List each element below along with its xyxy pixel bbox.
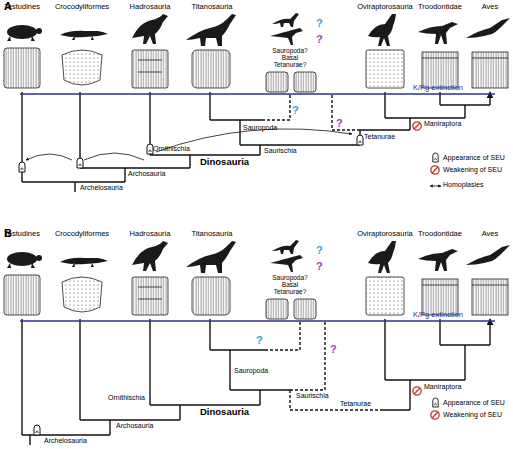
tree-label: Sauropoda <box>243 124 277 132</box>
tree-label: Archosauria <box>116 422 153 430</box>
tree-a <box>20 92 495 192</box>
art-shape <box>430 186 441 187</box>
tree-label: Troodontidae <box>418 230 462 238</box>
legend-text: Weakening of SEU <box>443 411 502 419</box>
art-shape <box>20 320 495 322</box>
tree-label: Saurischia <box>264 147 297 155</box>
art-shape <box>26 129 352 160</box>
tree-label: ? <box>330 343 337 355</box>
art-shape <box>22 105 490 192</box>
tree-label: ? <box>336 117 343 129</box>
tree-label: Testudines <box>4 3 40 11</box>
legend-text: Homoplasies <box>443 181 483 189</box>
tree-label: Troodontidae <box>418 3 462 11</box>
tree-label: Archelosauria <box>80 184 123 192</box>
tree-label: Archelosauria <box>44 437 87 445</box>
art-shape <box>431 166 439 174</box>
art-shape <box>19 162 25 172</box>
art-shape <box>413 387 421 395</box>
tree-label: Aves <box>482 230 499 238</box>
tree-b <box>20 319 495 445</box>
tree-label: Testudines <box>4 230 40 238</box>
tree-label: ? <box>316 17 323 29</box>
tree-label: Maniraptora <box>424 120 461 128</box>
tree-label: K/Pg extinction <box>413 311 463 319</box>
tree-label: Hadrosauria <box>130 230 171 238</box>
art-shape <box>433 153 438 162</box>
tree-label: Titanosauria <box>192 230 233 238</box>
art-shape <box>147 144 153 154</box>
tree-label: Ornithischia <box>153 145 190 153</box>
tree-label: Aves <box>482 3 499 11</box>
tree-label: Tetanurae <box>340 400 371 408</box>
tree-label: Oviraptorosauria <box>357 3 412 11</box>
tree-label: ? <box>316 244 323 256</box>
silhouettes-enamel <box>4 240 510 319</box>
tree-label: Sauropoda? Basal Tetanurae? <box>267 274 313 295</box>
seu-icons-a <box>19 122 441 186</box>
tree-label: Archosauria <box>128 170 165 178</box>
tree-label: Saurischia <box>296 392 329 400</box>
art-shape <box>34 425 40 435</box>
tree-label: ? <box>292 104 299 116</box>
art-shape <box>431 411 439 419</box>
art-shape <box>413 122 421 130</box>
art-shape <box>20 93 495 95</box>
art-shape <box>265 321 380 410</box>
tree-label: ? <box>316 260 323 272</box>
tree-label: Crocodyliformes <box>55 3 109 11</box>
art-shape <box>433 398 438 407</box>
tree-label: Maniraptora <box>424 383 461 391</box>
tree-label: ? <box>256 334 263 346</box>
legend-text: Appearance of SEU <box>443 154 505 162</box>
tree-label: Dinosauria <box>200 157 249 167</box>
tree-label: Tetanurae <box>364 133 395 141</box>
art-shape <box>22 319 490 435</box>
art-shape <box>77 158 83 168</box>
silhouettes-enamel <box>4 13 510 92</box>
tree-label: Crocodyliformes <box>55 230 109 238</box>
tree-label: Sauropoda <box>234 367 268 375</box>
art-shape <box>22 345 490 445</box>
tree-label: Hadrosauria <box>130 3 171 11</box>
tree-label: Oviraptorosauria <box>357 230 412 238</box>
tree-label: ? <box>316 33 323 45</box>
tree-label: Dinosauria <box>200 407 249 417</box>
seu-icons-b <box>34 387 439 435</box>
art-shape <box>357 135 363 145</box>
legend-text: Weakening of SEU <box>443 166 502 174</box>
tree-label: Sauropoda? Basal Tetanurae? <box>267 47 313 68</box>
tree-label: Titanosauria <box>192 3 233 11</box>
tree-label: Ornithischia <box>108 394 145 402</box>
tree-label: K/Pg extinction <box>413 84 463 92</box>
legend-text: Appearance of SEU <box>443 399 505 407</box>
